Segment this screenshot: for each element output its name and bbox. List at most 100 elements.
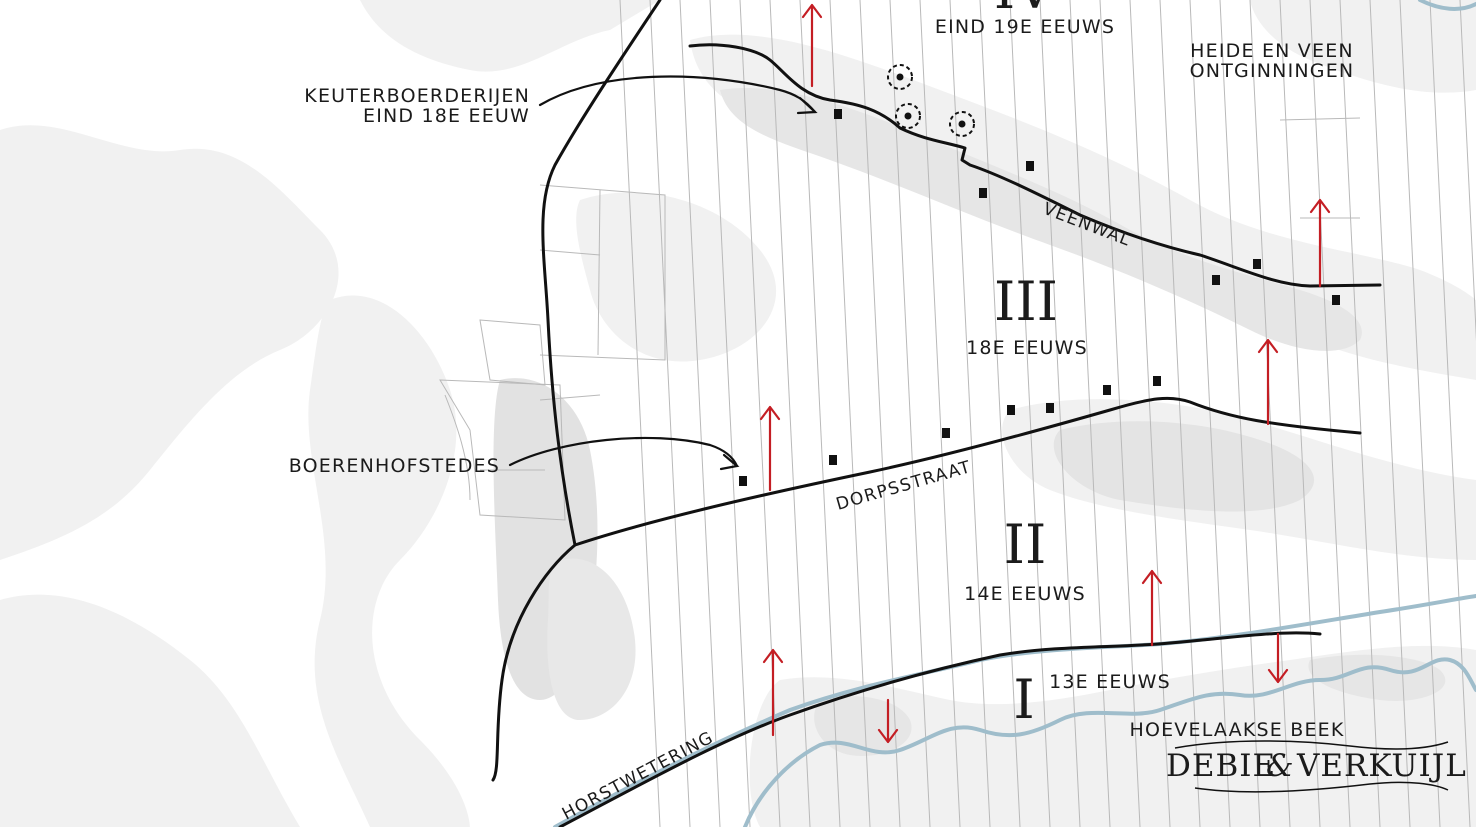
- expansion-arrow-icon: [1257, 338, 1279, 426]
- expansion-arrow-icon: [1141, 569, 1163, 647]
- terrain-blob: [576, 192, 777, 362]
- parcel-line: [1009, 0, 1051, 827]
- farmstead-icon: [979, 188, 987, 198]
- parcel-line: [1309, 0, 1351, 827]
- farmstead-icon: [829, 455, 837, 465]
- farmstead-icon: [1026, 161, 1034, 171]
- parcel-line: [1039, 0, 1081, 827]
- farmstead-icon: [1046, 403, 1054, 413]
- boeren-pointer-head: [719, 453, 740, 471]
- farmstead-icon: [1212, 275, 1220, 285]
- parcel-line: [709, 0, 751, 827]
- keuter-label-line1: KEUTERBOERDERIJEN: [304, 85, 530, 107]
- logo-swash: [1194, 781, 1449, 793]
- parcel-line: [1339, 0, 1381, 827]
- parcel-line: [649, 0, 691, 827]
- terrain-blob: [1250, 0, 1476, 93]
- brand-right: VERKUIJL: [1296, 748, 1467, 784]
- expansion-arrow-icon: [1267, 632, 1289, 684]
- farmstead-icon: [942, 428, 950, 438]
- zone-iii-period: 18E EEUWS: [966, 337, 1088, 359]
- parcel-line: [1429, 0, 1471, 827]
- parcel-line: [799, 0, 841, 827]
- parcel-line: [1369, 0, 1411, 827]
- old-parcel-grid: [439, 184, 666, 521]
- terrain-blob: [1053, 421, 1315, 512]
- expansion-arrows: [759, 3, 1331, 744]
- parcel-line: [769, 0, 811, 827]
- parcel-line: [1459, 0, 1476, 342]
- terrain-blob: [749, 645, 1476, 827]
- old-parcel-line: [444, 394, 471, 501]
- parcel-line: [1219, 0, 1261, 827]
- old-parcel-line: [479, 319, 546, 386]
- terrain-blob: [0, 0, 660, 72]
- parcel-line: [619, 0, 661, 827]
- keuter-label-line2: EIND 18E EEUW: [363, 105, 530, 127]
- west-road: [491, 0, 662, 782]
- heide-label-line2: ONTGINNINGEN: [1190, 60, 1355, 82]
- expansion-arrow-icon: [801, 3, 823, 88]
- terrain-blob: [0, 125, 339, 560]
- terrain-blob: [308, 295, 470, 827]
- old-parcel-line: [539, 394, 601, 401]
- old-parcel-line: [439, 379, 566, 521]
- parcel-line: [1069, 0, 1111, 827]
- parcel-line: [1189, 0, 1231, 827]
- farmstead-markers: [739, 109, 1340, 486]
- farmstead-icon: [739, 476, 747, 486]
- parcel-line: [949, 0, 991, 827]
- horstwetering-label: HORSTWETERING: [559, 728, 717, 825]
- parcel-line: [1279, 117, 1361, 121]
- old-parcel-line: [597, 189, 601, 356]
- road-layer: [491, 0, 1382, 827]
- hoevelaakse-beek-label: HOEVELAAKSE BEEK: [1129, 719, 1344, 741]
- parcel-line: [1399, 0, 1441, 827]
- zone-i-period: 13E EEUWS: [1049, 671, 1171, 693]
- zone-iii-numeral: III: [994, 270, 1058, 333]
- keuter-pointer-head: [796, 96, 818, 115]
- annotation-pointers: [508, 75, 818, 471]
- zone-labels: IV EIND 19E EEUWS III 18E EEUWS II 14E E…: [935, 0, 1171, 731]
- top-right-stream: [1418, 0, 1476, 11]
- boerenhofstedes-label: BOERENHOFSTEDES: [289, 455, 500, 477]
- logo-swash: [1174, 740, 1449, 750]
- brand-left: DEBIE: [1166, 748, 1276, 784]
- terrain-blob: [547, 558, 636, 720]
- farmstead-icon: [834, 109, 842, 119]
- expansion-arrow-icon: [877, 698, 899, 744]
- zone-i-numeral: I: [1013, 668, 1034, 731]
- parcel-line: [889, 0, 931, 827]
- brand-logo: DEBIE & VERKUIJL: [1166, 740, 1467, 793]
- zone-ii-numeral: II: [1004, 513, 1047, 576]
- annotation-labels: HEIDE EN VEEN ONTGINNINGEN KEUTERBOERDER…: [289, 40, 1355, 477]
- zone-ii-period: 14E EEUWS: [964, 583, 1086, 605]
- old-parcel-line: [539, 249, 601, 256]
- parcel-lines: [619, 0, 1476, 827]
- zone-iv-numeral: IV: [994, 0, 1055, 21]
- parcel-line: [859, 0, 901, 827]
- expansion-arrow-icon: [762, 648, 784, 737]
- parcel-line: [1099, 0, 1141, 827]
- parcel-line: [1279, 0, 1321, 827]
- heide-label-line1: HEIDE EN VEEN: [1190, 40, 1354, 62]
- farmstead-icon: [1153, 376, 1161, 386]
- farmstead-icon: [1103, 385, 1111, 395]
- brand-ampersand: &: [1266, 748, 1295, 784]
- parcel-line: [1129, 0, 1171, 827]
- hoevelaakse-beek-stream: [743, 657, 1476, 827]
- terrain-blob: [0, 594, 300, 827]
- farmstead-icon: [1007, 405, 1015, 415]
- old-parcel-line: [539, 184, 666, 361]
- parcel-line: [679, 0, 721, 827]
- farmstead-icon: [1332, 295, 1340, 305]
- tree-cluster-icon: [887, 64, 913, 90]
- horstwetering-road: [558, 631, 1322, 827]
- terrain-blob: [720, 88, 1362, 351]
- tree-cluster-icon: [895, 103, 921, 129]
- tree-cluster-icon: [949, 111, 975, 137]
- boeren-pointer: [508, 436, 739, 468]
- farmstead-icon: [1253, 259, 1261, 269]
